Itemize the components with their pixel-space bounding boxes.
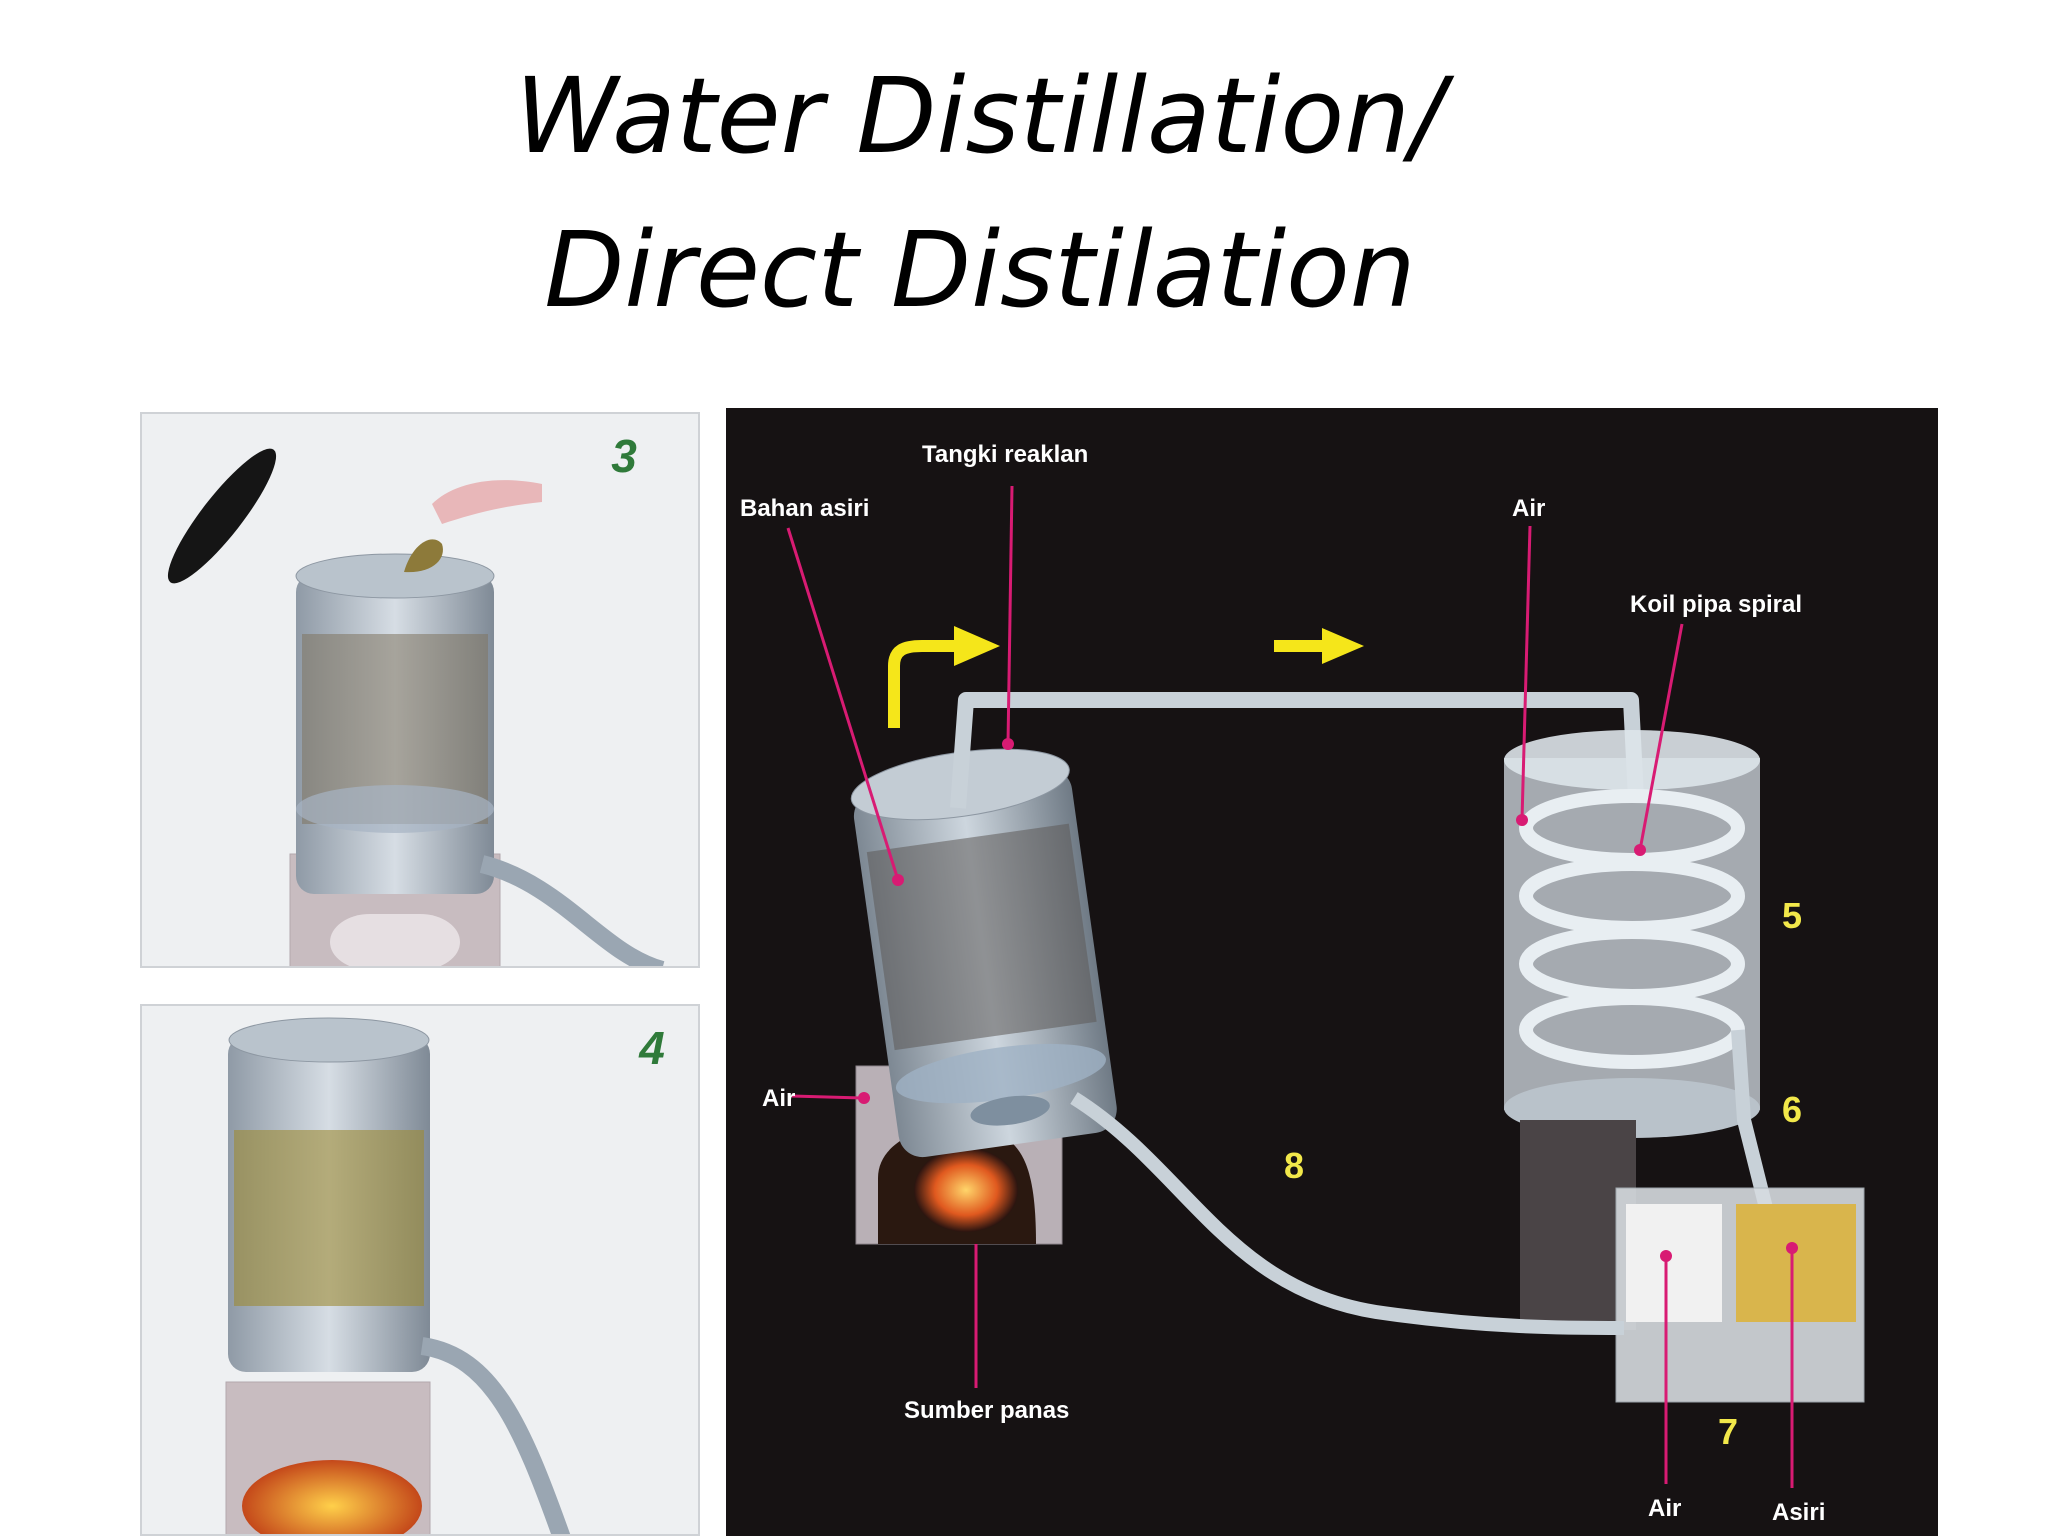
label-air-tank: Air bbox=[762, 1085, 795, 1112]
step-3-illustration: 3 bbox=[167, 430, 665, 966]
label-bahan-asiri: Bahan asiri bbox=[740, 495, 869, 522]
pipe bbox=[420, 1337, 571, 1534]
flow-arrow-1 bbox=[888, 640, 958, 728]
return-pipe bbox=[1070, 1092, 1625, 1335]
plant-material bbox=[404, 539, 443, 573]
step-4-number: 4 bbox=[638, 1022, 665, 1074]
coil bbox=[1519, 789, 1745, 1069]
label-air-bottom: Air bbox=[1648, 1495, 1681, 1522]
number-7: 7 bbox=[1718, 1411, 1738, 1452]
heat-source bbox=[914, 1148, 1018, 1232]
leader-lines bbox=[786, 485, 1794, 1488]
label-asiri: Asiri bbox=[1772, 1499, 1825, 1526]
pipe bbox=[479, 855, 665, 966]
label-air-top: Air bbox=[1512, 495, 1545, 522]
label-sumber-panas: Sumber panas bbox=[904, 1397, 1069, 1424]
label-koil-pipa-spiral: Koil pipa spiral bbox=[1630, 591, 1802, 618]
flow-arrow-2 bbox=[1274, 640, 1326, 652]
panel-step-3: 3 bbox=[140, 412, 700, 968]
number-5: 5 bbox=[1782, 895, 1802, 936]
number-6: 6 bbox=[1782, 1089, 1802, 1130]
step-3-number: 3 bbox=[611, 430, 637, 482]
reactor-tank bbox=[850, 748, 1117, 1158]
lid bbox=[167, 448, 277, 584]
step-4-illustration: 4 bbox=[225, 1017, 665, 1534]
panel-step-4: 4 bbox=[140, 1004, 700, 1536]
label-tangki-reaklan: Tangki reaklan bbox=[922, 441, 1088, 468]
number-8: 8 bbox=[1284, 1145, 1304, 1186]
hand bbox=[432, 480, 542, 524]
title-line-1: Water Distillation/ bbox=[514, 55, 1446, 177]
distillation-diagram: Tangki reaklan Bahan asiri Air Koil pipa… bbox=[740, 441, 1865, 1526]
main-diagram-panel: Tangki reaklan Bahan asiri Air Koil pipa… bbox=[726, 408, 1938, 1536]
fire bbox=[242, 1460, 422, 1534]
title-line-2: Direct Distilation bbox=[544, 209, 1416, 331]
